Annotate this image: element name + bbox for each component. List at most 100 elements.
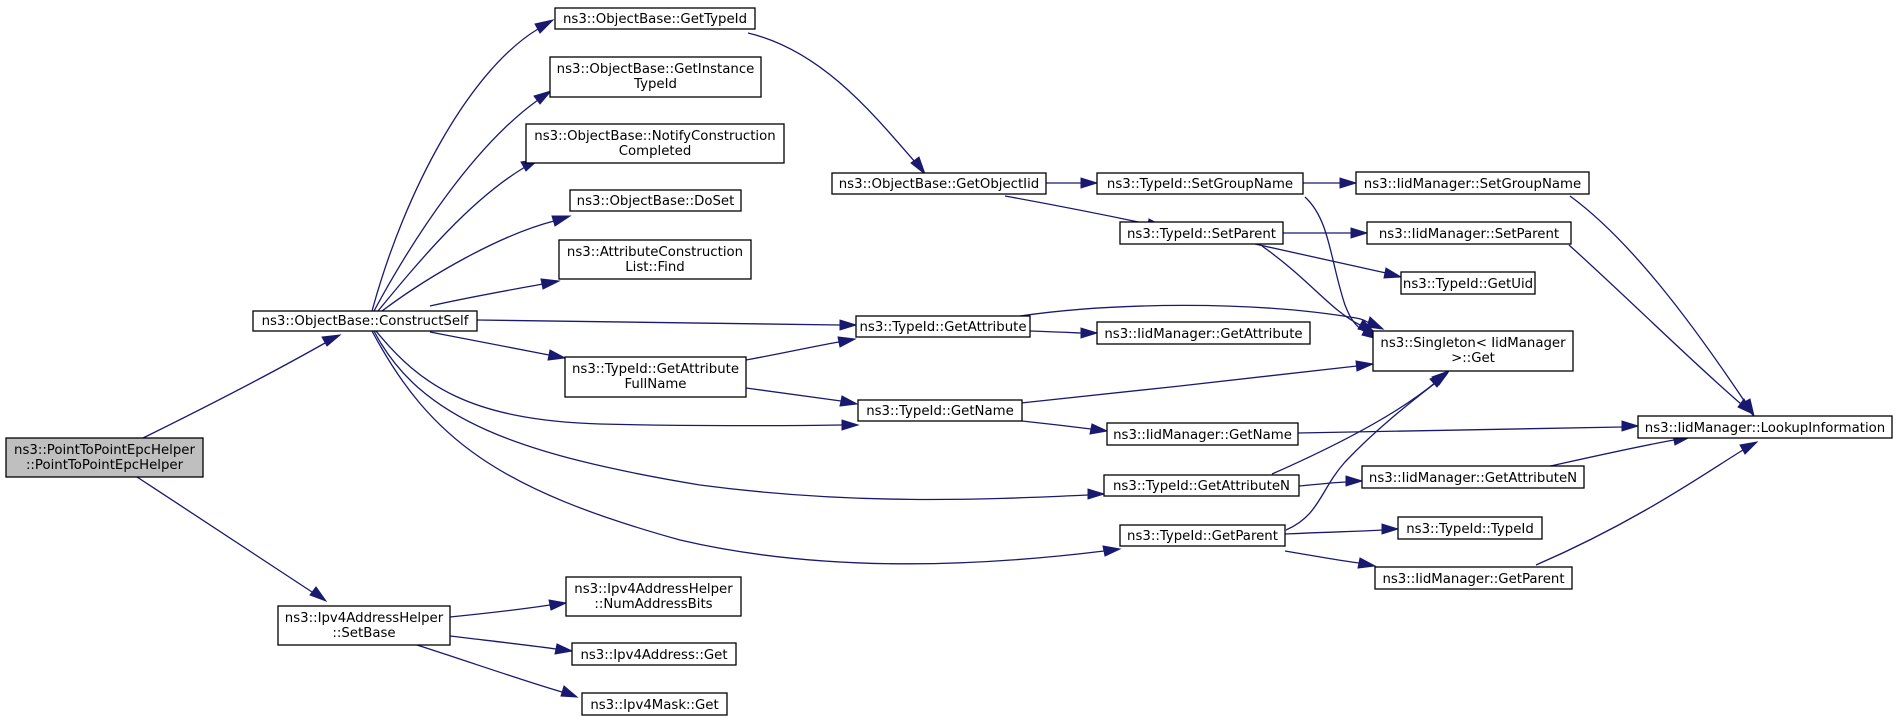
edge-typeid-set-group-name-to-singleton-get (1304, 196, 1380, 340)
node-label: ns3::IidManager::GetAttributeN (1369, 471, 1577, 486)
node-ipv4-mask-get[interactable]: ns3::Ipv4Mask::Get (581, 692, 728, 716)
node-label: ns3::Singleton< IidManager (1380, 336, 1566, 351)
edge-iid-set-group-name-to-iid-lookup-information (1569, 195, 1755, 418)
node-ipv4-address-get[interactable]: ns3::Ipv4Address::Get (571, 642, 737, 666)
node-iid-set-group-name[interactable]: ns3::IidManager::SetGroupName (1355, 171, 1590, 195)
edge-construct-self-to-typeid-get-attribute-n (373, 330, 1106, 501)
edge-iid-get-attribute-n-to-iid-lookup-information (1545, 434, 1692, 468)
edge-iid-get-parent-to-iid-lookup-information (1535, 441, 1759, 566)
node-label: ns3::IidManager::GetParent (1382, 572, 1564, 587)
edge-root-to-construct-self (142, 334, 342, 439)
node-label: ns3::TypeId::TypeId (1406, 522, 1534, 537)
edge-ipv4-set-base-to-num-address-bits (449, 599, 568, 618)
node-label: ns3::TypeId::GetAttribute (859, 320, 1026, 335)
edge-ipv4-set-base-to-ipv4-mask-get (416, 644, 579, 698)
edge-construct-self-to-get-attribute-full-name (429, 331, 567, 361)
node-label: ns3::IidManager::SetParent (1379, 227, 1559, 242)
node-get-instance-type-id[interactable]: ns3::ObjectBase::GetInstance TypeId (549, 56, 762, 98)
edge-typeid-get-name-to-iid-get-name (1021, 420, 1109, 435)
edge-iid-get-name-to-iid-lookup-information (1297, 420, 1640, 434)
node-get-object-iid[interactable]: ns3::ObjectBase::GetObjectIid (831, 172, 1047, 195)
node-label: ns3::TypeId::GetAttribute (572, 362, 739, 377)
edge-get-object-iid-to-typeid-set-group-name (1046, 177, 1099, 189)
node-label: ns3::PointToPointEpcHelper (14, 443, 195, 458)
node-get-attribute-full-name[interactable]: ns3::TypeId::GetAttribute FullName (564, 356, 747, 398)
node-label: ns3::Ipv4AddressHelper (574, 582, 733, 597)
call-nodes: ns3::PointToPointEpcHelper ::PointToPoin… (5, 7, 1893, 716)
edge-typeid-set-parent-to-singleton-get (1261, 245, 1377, 334)
node-typeid-get-attribute[interactable]: ns3::TypeId::GetAttribute (855, 315, 1031, 338)
node-label: Completed (619, 144, 692, 159)
edge-construct-self-to-do-set (381, 215, 572, 312)
edge-typeid-set-parent-to-iid-set-parent (1283, 227, 1369, 239)
node-num-address-bits[interactable]: ns3::Ipv4AddressHelper ::NumAddressBits (565, 576, 742, 617)
node-iid-get-attribute-n[interactable]: ns3::IidManager::GetAttributeN (1361, 465, 1585, 489)
node-label: ns3::ObjectBase::GetInstance (557, 62, 755, 77)
node-label: ::SetBase (332, 626, 395, 641)
node-label: ns3::ObjectBase::NotifyConstruction (534, 129, 775, 144)
node-label: ns3::Ipv4Mask::Get (590, 698, 718, 713)
edge-root-to-ipv4-set-base (136, 476, 328, 603)
edge-typeid-get-attribute-to-singleton-get (1019, 304, 1385, 330)
node-label: ns3::Ipv4Address::Get (580, 648, 727, 663)
node-ipv4-set-base[interactable]: ns3::Ipv4AddressHelper ::SetBase (277, 605, 451, 646)
node-label: ns3::ObjectBase::GetTypeId (563, 12, 747, 27)
node-label: ns3::IidManager::LookupInformation (1645, 421, 1885, 436)
node-label: ns3::TypeId::GetName (866, 404, 1014, 419)
node-label: ns3::ObjectBase::DoSet (577, 194, 735, 209)
node-iid-get-parent[interactable]: ns3::IidManager::GetParent (1374, 566, 1573, 590)
node-iid-get-name[interactable]: ns3::IidManager::GetName (1106, 422, 1299, 446)
node-typeid-get-uid[interactable]: ns3::TypeId::GetUid (1400, 271, 1536, 295)
edge-typeid-get-name-to-singleton-get (1020, 360, 1375, 404)
node-typeid-set-parent[interactable]: ns3::TypeId::SetParent (1119, 221, 1284, 245)
node-construct-self[interactable]: ns3::ObjectBase::ConstructSelf (252, 310, 478, 332)
node-root[interactable]: ns3::PointToPointEpcHelper ::PointToPoin… (5, 437, 204, 478)
edge-construct-self-to-typeid-get-parent (371, 330, 1122, 565)
node-label: ns3::AttributeConstruction (567, 245, 743, 260)
node-attr-list-find[interactable]: ns3::AttributeConstruction List::Find (558, 239, 752, 280)
node-singleton-get[interactable]: ns3::Singleton< IidManager >::Get (1372, 330, 1574, 372)
node-label: ns3::IidManager::GetName (1113, 428, 1292, 443)
node-label: ns3::ObjectBase::GetObjectIid (839, 177, 1039, 192)
node-label: ::PointToPointEpcHelper (26, 458, 184, 473)
node-label: ::NumAddressBits (594, 597, 712, 612)
node-typeid-get-attribute-n[interactable]: ns3::TypeId::GetAttributeN (1103, 474, 1300, 497)
node-label: ns3::TypeId::GetParent (1127, 529, 1278, 544)
edge-typeid-get-parent-to-iid-get-parent (1284, 550, 1377, 569)
edge-construct-self-to-get-type-id (371, 19, 555, 312)
edge-iid-set-parent-to-iid-lookup-information (1568, 244, 1755, 416)
edge-typeid-get-attribute-to-iid-get-attribute (1029, 327, 1099, 339)
node-iid-lookup-information[interactable]: ns3::IidManager::LookupInformation (1637, 415, 1893, 439)
node-label: ns3::IidManager::GetAttribute (1104, 327, 1302, 342)
node-get-type-id[interactable]: ns3::ObjectBase::GetTypeId (554, 7, 756, 30)
node-label: ns3::TypeId::GetAttributeN (1113, 479, 1290, 494)
edge-construct-self-to-notify-construction (377, 158, 541, 312)
node-label: ns3::IidManager::SetGroupName (1364, 177, 1581, 192)
edge-typeid-set-group-name-to-iid-set-group-name (1303, 177, 1358, 189)
edge-get-type-id-to-get-object-iid (747, 32, 927, 176)
edge-typeid-get-parent-to-singleton-get (1285, 373, 1449, 531)
edge-construct-self-to-get-instance-type-id (373, 90, 553, 312)
node-label: ns3::TypeId::SetGroupName (1107, 177, 1293, 192)
node-label: ns3::Ipv4AddressHelper (285, 611, 444, 626)
node-typeid-get-name[interactable]: ns3::TypeId::GetName (857, 399, 1023, 422)
edge-get-attribute-full-name-to-typeid-get-name (745, 387, 859, 407)
node-label: >::Get (1451, 351, 1495, 366)
node-iid-set-parent[interactable]: ns3::IidManager::SetParent (1366, 221, 1572, 245)
edge-construct-self-to-attr-list-find (429, 278, 561, 307)
edge-typeid-get-attribute-n-to-iid-get-attribute-n (1298, 475, 1364, 487)
edge-typeid-set-parent-to-typeid-get-uid (1254, 243, 1403, 279)
node-label: FullName (625, 377, 687, 392)
node-label: List::Find (625, 260, 684, 275)
node-iid-get-attribute[interactable]: ns3::IidManager::GetAttribute (1096, 321, 1311, 345)
node-typeid-get-parent[interactable]: ns3::TypeId::GetParent (1119, 524, 1286, 547)
node-label: TypeId (633, 77, 677, 92)
edge-ipv4-set-base-to-ipv4-address-get (449, 635, 574, 655)
edge-construct-self-to-typeid-get-attribute (476, 319, 858, 331)
node-typeid-typeid[interactable]: ns3::TypeId::TypeId (1397, 516, 1543, 540)
node-label: ns3::TypeId::SetParent (1127, 227, 1276, 242)
node-notify-construction[interactable]: ns3::ObjectBase::NotifyConstruction Comp… (525, 123, 785, 164)
node-do-set[interactable]: ns3::ObjectBase::DoSet (569, 189, 742, 212)
node-typeid-set-group-name[interactable]: ns3::TypeId::SetGroupName (1096, 172, 1304, 195)
